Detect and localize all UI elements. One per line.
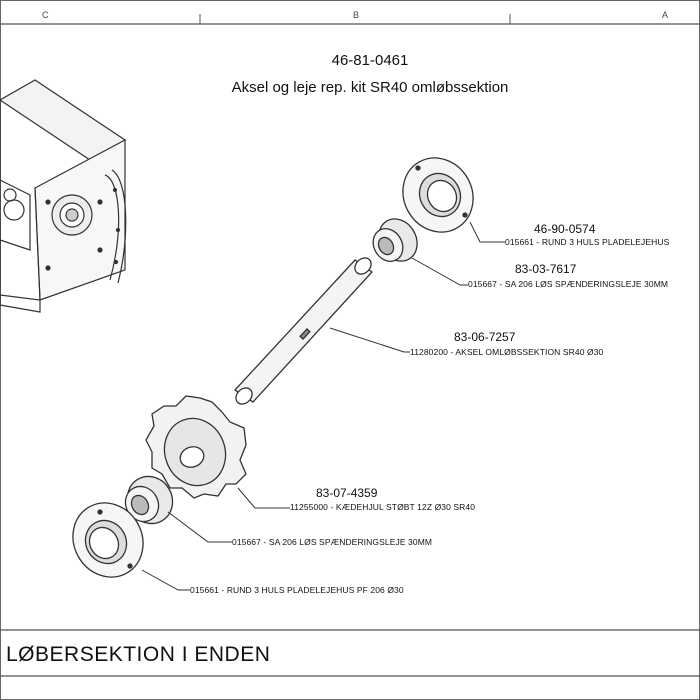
- sprocket: [145, 395, 247, 499]
- part-description: 015667 - SA 206 LØS SPÆNDERINGSLEJE 30MM: [468, 279, 669, 289]
- part-number: 46-90-0574: [534, 222, 596, 236]
- zone-label: A: [662, 10, 669, 20]
- part-description: 015667 - SA 206 LØS SPÆNDERINGSLEJE 30MM: [232, 537, 433, 547]
- zone-label: C: [42, 10, 49, 20]
- flange-housing-upper: [402, 157, 474, 233]
- part-description: 015661 - RUND 3 HULS PLADELEJEHUS PF 206…: [190, 585, 404, 595]
- kit-title: Aksel og leje rep. kit SR40 omløbssektio…: [231, 79, 509, 96]
- part-description: 015661 - RUND 3 HULS PLADELEJEHUS: [505, 237, 670, 247]
- housing-assembly: [0, 79, 127, 313]
- section-title: LØBERSEKTION I ENDEN: [6, 643, 271, 666]
- zone-label: B: [353, 10, 360, 20]
- leader-lines: [141, 221, 505, 591]
- part-description: 11280200 - AKSEL OMLØBSSEKTION SR40 Ø30: [410, 347, 604, 357]
- kit-number: 46-81-0461: [331, 52, 409, 69]
- shaft: [234, 257, 373, 405]
- flange-housing-lower: [72, 502, 144, 578]
- bearing-insert-lower: [124, 475, 174, 525]
- part-number: 83-07-4359: [316, 486, 378, 500]
- bearing-insert-upper: [372, 218, 418, 262]
- part-number: 83-03-7617: [515, 262, 577, 276]
- part-description: 11255000 - KÆDEHJUL STØBT 12Z Ø30 SR40: [290, 502, 476, 512]
- part-number: 83-06-7257: [454, 330, 516, 344]
